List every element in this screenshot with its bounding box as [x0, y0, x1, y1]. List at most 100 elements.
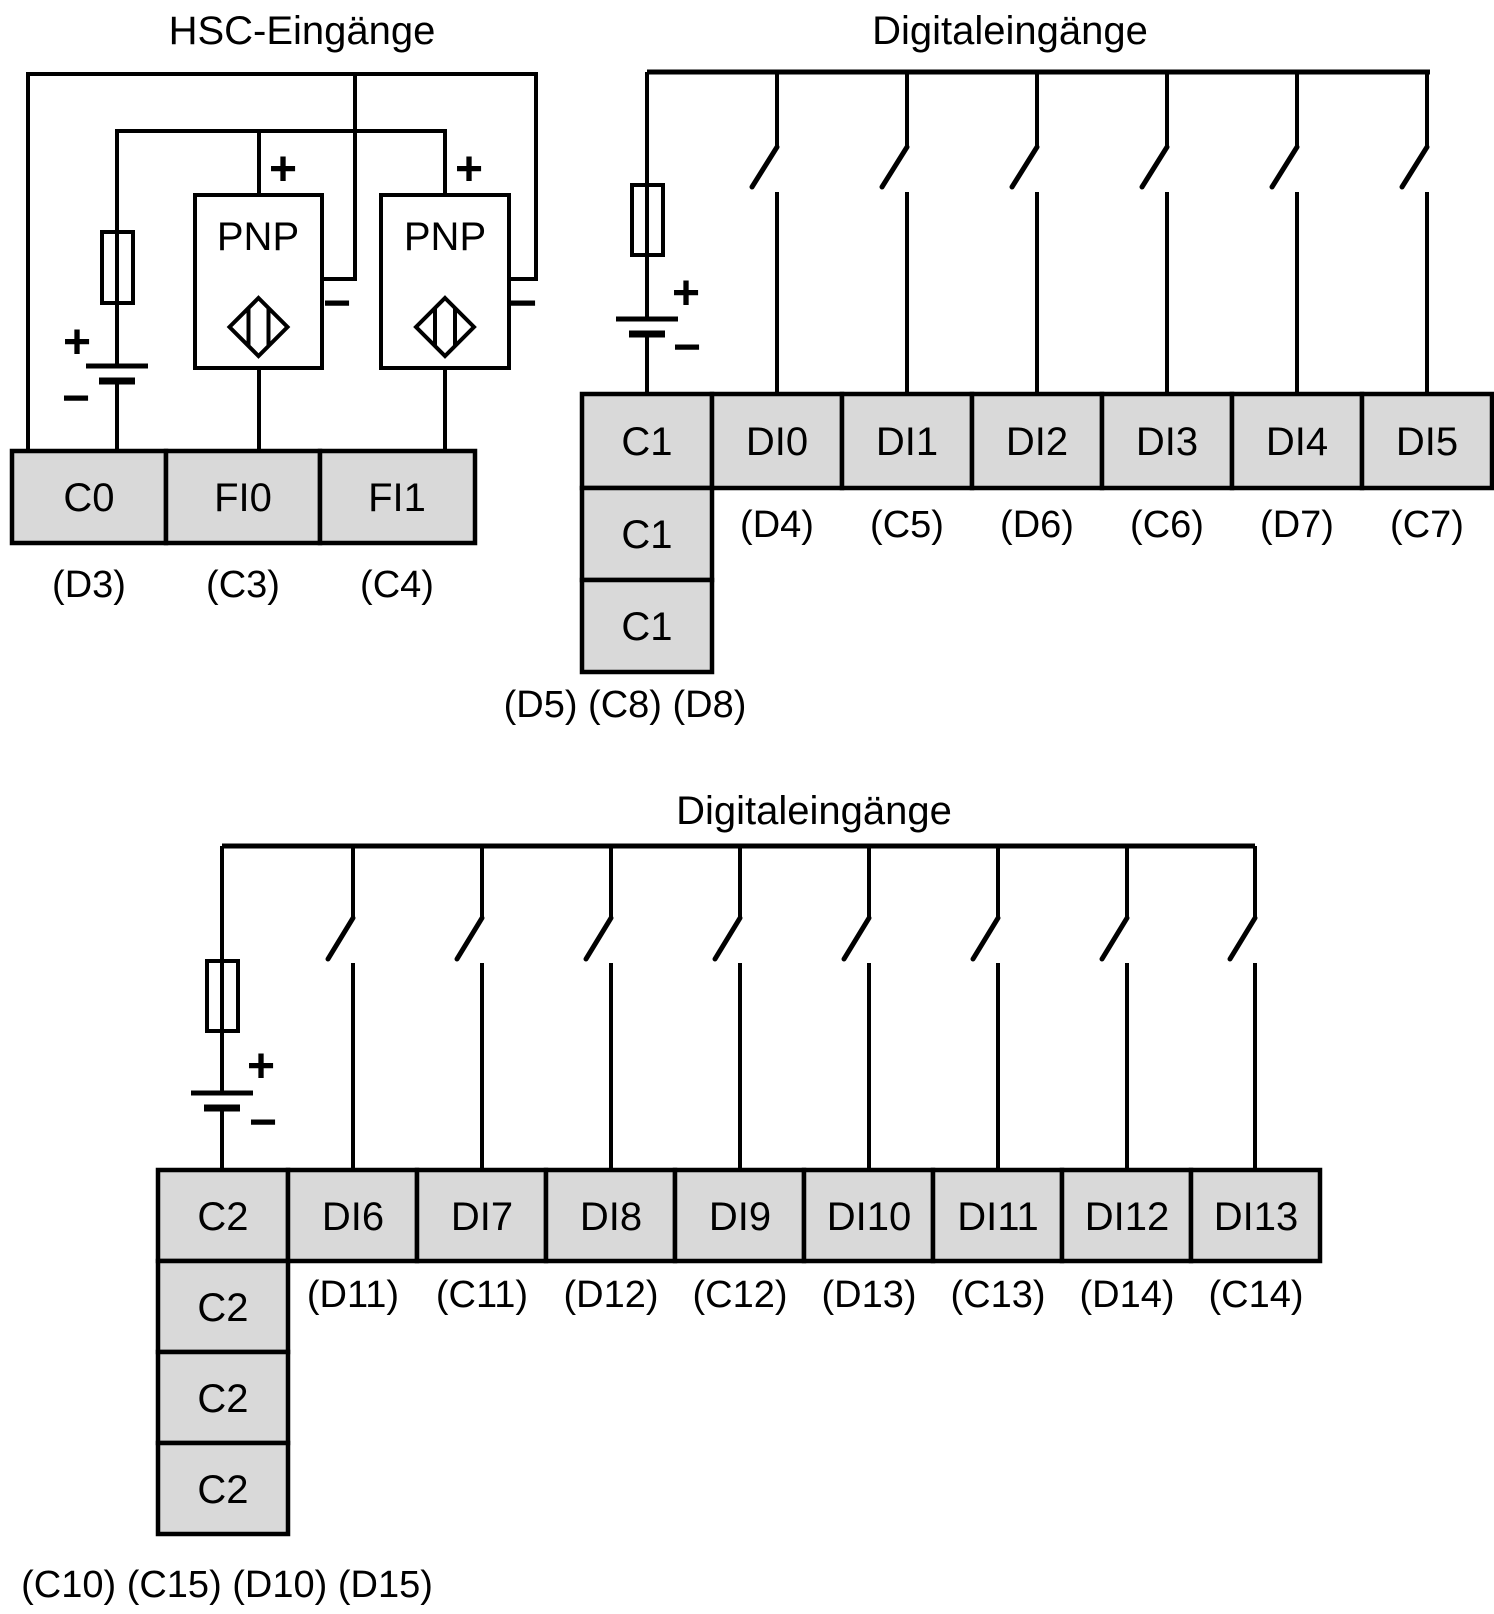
fuse-icon — [630, 183, 665, 257]
terminal-cell — [155, 1440, 291, 1537]
digital-input-switch — [583, 846, 614, 1170]
switch-blade-icon — [1227, 915, 1258, 962]
terminal-pin-label: (C7) — [1390, 504, 1464, 546]
terminal-label: DI7 — [451, 1195, 513, 1239]
terminal-cell — [1188, 1167, 1323, 1264]
terminal-cell — [163, 448, 323, 546]
section-title: Digitaleingänge — [872, 9, 1148, 53]
terminal-label: DI13 — [1214, 1195, 1299, 1239]
terminal-label: DI5 — [1396, 420, 1458, 464]
sensor-diamond-icon — [413, 295, 477, 359]
terminal-pin-label: (D13) — [821, 1274, 916, 1316]
battery-icon: + − — [616, 267, 701, 374]
terminal-label: C2 — [197, 1286, 248, 1330]
terminal-cell — [317, 448, 478, 546]
digital-input-switch — [1227, 846, 1258, 1170]
digital-input-switch — [1139, 72, 1170, 394]
switch-blade-icon — [879, 144, 910, 190]
terminal-cell — [839, 391, 975, 491]
fuse-body — [205, 959, 240, 1033]
terminal-row: C0 FI0 FI1 (D3) (C3) (C4) — [9, 448, 478, 606]
terminal-label: DI0 — [746, 420, 808, 464]
minus-sign: − — [323, 277, 351, 330]
switch-blade-icon — [970, 915, 1001, 962]
terminal-pin-label: (C5) — [870, 504, 944, 546]
terminal-cell — [9, 448, 169, 546]
terminal-pin-label: (D12) — [563, 1274, 658, 1316]
section-title: Digitaleingänge — [676, 789, 952, 833]
diamond-outline — [226, 295, 291, 359]
fuse-body — [100, 230, 135, 305]
sensor-diamond-icon — [226, 295, 291, 359]
plus-sign: + — [63, 316, 91, 369]
switch-blade-icon — [841, 915, 872, 962]
battery-icon: + − — [191, 1040, 277, 1149]
sensor-type-label: PNP — [404, 215, 486, 259]
digital-input-switch — [841, 846, 872, 1170]
minus-sign: − — [509, 277, 537, 330]
terminal-label: DI4 — [1266, 420, 1328, 464]
terminal-pin-label: (C6) — [1130, 504, 1204, 546]
terminal-label: C1 — [621, 605, 672, 649]
terminal-label: DI11 — [957, 1195, 1039, 1239]
digital-input-switch — [1099, 846, 1130, 1170]
wire — [322, 74, 357, 281]
digital-input-switch — [1399, 72, 1430, 394]
hsc-section: HSC-Eingänge + − + − PNP — [9, 9, 538, 606]
terminal-cell — [579, 577, 715, 675]
terminal-label: DI9 — [709, 1195, 771, 1239]
terminal-cell — [155, 1258, 291, 1355]
digital-inputs-1-section: Digitaleingänge + − — [504, 9, 1494, 726]
terminal-label: DI6 — [322, 1195, 384, 1239]
fuse-icon — [100, 230, 135, 305]
terminal-pin-label: (D7) — [1260, 504, 1334, 546]
terminal-cell — [709, 391, 845, 491]
terminal-cell — [930, 1167, 1065, 1264]
terminal-pin-label: (D4) — [740, 504, 814, 546]
minus-sign: − — [62, 372, 90, 425]
plus-sign: + — [269, 143, 297, 196]
terminal-pin-label: (D6) — [1000, 504, 1074, 546]
terminal-pin-label: (D5) (C8) (D8) — [504, 684, 747, 726]
terminal-cell — [285, 1167, 420, 1264]
digital-input-switch — [454, 846, 485, 1170]
terminal-label: C2 — [197, 1195, 248, 1239]
switch-blade-icon — [712, 915, 743, 962]
switch-blade-icon — [1139, 144, 1170, 190]
sensor-type-label: PNP — [217, 215, 299, 259]
digital-input-switch — [712, 846, 743, 1170]
terminal-pin-label: (C10) (C15) (D10) (D15) — [21, 1564, 433, 1606]
plus-sign: + — [247, 1040, 275, 1093]
terminal-cell — [1359, 391, 1494, 491]
terminal-cell — [155, 1349, 291, 1446]
switch-blade-icon — [1099, 915, 1130, 962]
wire — [26, 72, 538, 451]
terminal-label: DI10 — [827, 1195, 912, 1239]
terminal-row: C2 DI6 DI7 DI8 DI9 DI10 DI11 DI12 DI13 (… — [155, 1167, 1323, 1316]
diamond-outline — [413, 295, 477, 359]
digital-input-switch — [749, 72, 780, 394]
switch-blade-icon — [325, 915, 356, 962]
terminal-pin-label: (D3) — [52, 564, 126, 606]
common-terminal-stack: C1 C1 (D5) (C8) (D8) — [504, 485, 747, 726]
terminal-cell — [579, 485, 715, 583]
terminal-label: FI1 — [368, 476, 426, 520]
terminal-label: C2 — [197, 1468, 248, 1512]
terminal-pin-label: (C14) — [1208, 1274, 1303, 1316]
pnp-sensor-1: + − PNP — [193, 143, 351, 370]
terminal-label: DI2 — [1006, 420, 1068, 464]
switch-blade-icon — [1399, 144, 1430, 190]
terminal-cell — [579, 391, 715, 491]
digital-input-switch — [1009, 72, 1040, 394]
digital-input-switch — [325, 846, 356, 1170]
terminal-label: DI1 — [876, 420, 938, 464]
terminal-cell — [414, 1167, 549, 1264]
terminal-cell — [543, 1167, 678, 1264]
digital-inputs-2-section: Digitaleingänge + − — [21, 789, 1323, 1606]
section-title: HSC-Eingänge — [169, 9, 436, 53]
battery-icon: + − — [62, 316, 148, 425]
pnp-sensor-2: + − PNP — [379, 143, 537, 370]
terminal-pin-label: (C3) — [206, 564, 280, 606]
